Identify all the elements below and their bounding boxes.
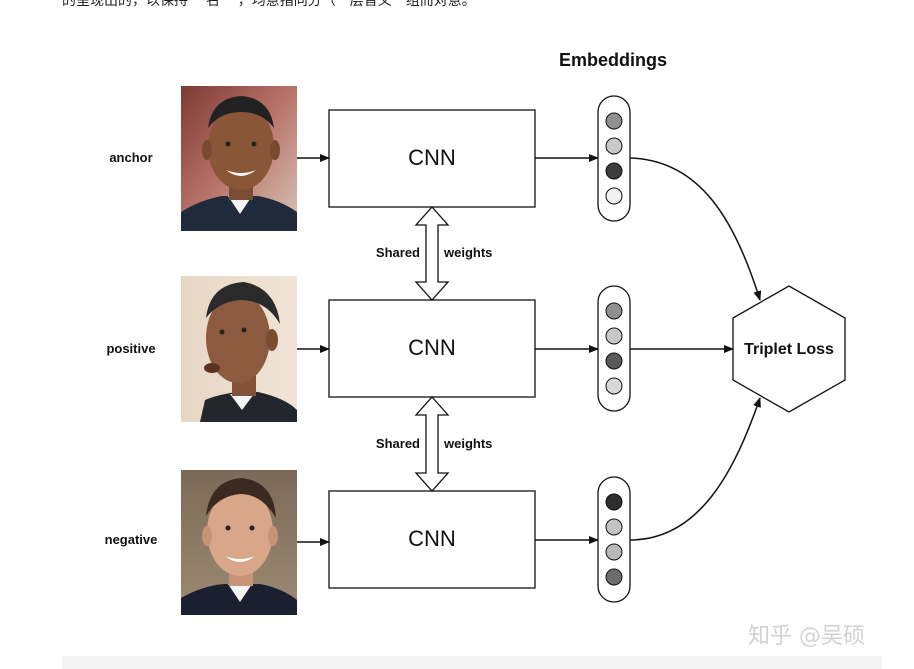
embedding-dot-negative-3 <box>605 543 623 561</box>
embeddings-title: Embeddings <box>559 50 667 70</box>
row-label-negative: negative <box>105 532 158 547</box>
watermark-text: 知乎 @吴硕 <box>748 624 865 649</box>
anchor-face-photo <box>181 86 297 231</box>
negative-face-photo <box>181 470 297 615</box>
triplet-loss-label: Triplet Loss <box>744 341 834 358</box>
embedding-dot-positive-1 <box>605 302 623 320</box>
embedding-dot-negative-1 <box>605 493 623 511</box>
embedding-dot-anchor-4 <box>605 187 623 205</box>
embedding-dot-negative-2 <box>605 518 623 536</box>
cut-off-caption-text: 的呈现出的，以保持 一名 一，均意指同分（一层音义一组而对意。 <box>62 0 476 8</box>
weights-label-1: weights <box>443 245 492 260</box>
shared-label-1: Shared <box>376 245 420 260</box>
shared-weights-double-arrow-2 <box>414 396 450 492</box>
cnn-box-anchor <box>328 109 536 208</box>
embedding-dot-negative-4 <box>605 568 623 586</box>
arrow-anchor-embedding-to-loss <box>629 157 762 301</box>
embedding-dot-anchor-2 <box>605 137 623 155</box>
embedding-dot-positive-4 <box>605 377 623 395</box>
embedding-dot-anchor-1 <box>605 112 623 130</box>
embedding-dot-positive-3 <box>605 352 623 370</box>
row-label-positive: positive <box>106 341 155 356</box>
embedding-dot-positive-2 <box>605 327 623 345</box>
arrow-negative-embedding-to-loss <box>629 397 761 541</box>
bottom-gray-bar <box>62 656 882 669</box>
positive-face-photo <box>181 276 297 422</box>
shared-label-2: Shared <box>376 436 420 451</box>
cnn-label-negative: CNN <box>408 526 456 551</box>
weights-label-2: weights <box>443 436 492 451</box>
cnn-label-positive: CNN <box>408 335 456 360</box>
cnn-label-anchor: CNN <box>408 145 456 170</box>
cnn-box-negative <box>328 490 536 589</box>
triplet-loss-hexagon <box>732 285 846 413</box>
embedding-dot-anchor-3 <box>605 162 623 180</box>
shared-weights-double-arrow-1 <box>414 206 450 301</box>
cnn-box-positive <box>328 299 536 398</box>
row-label-anchor: anchor <box>109 150 152 165</box>
